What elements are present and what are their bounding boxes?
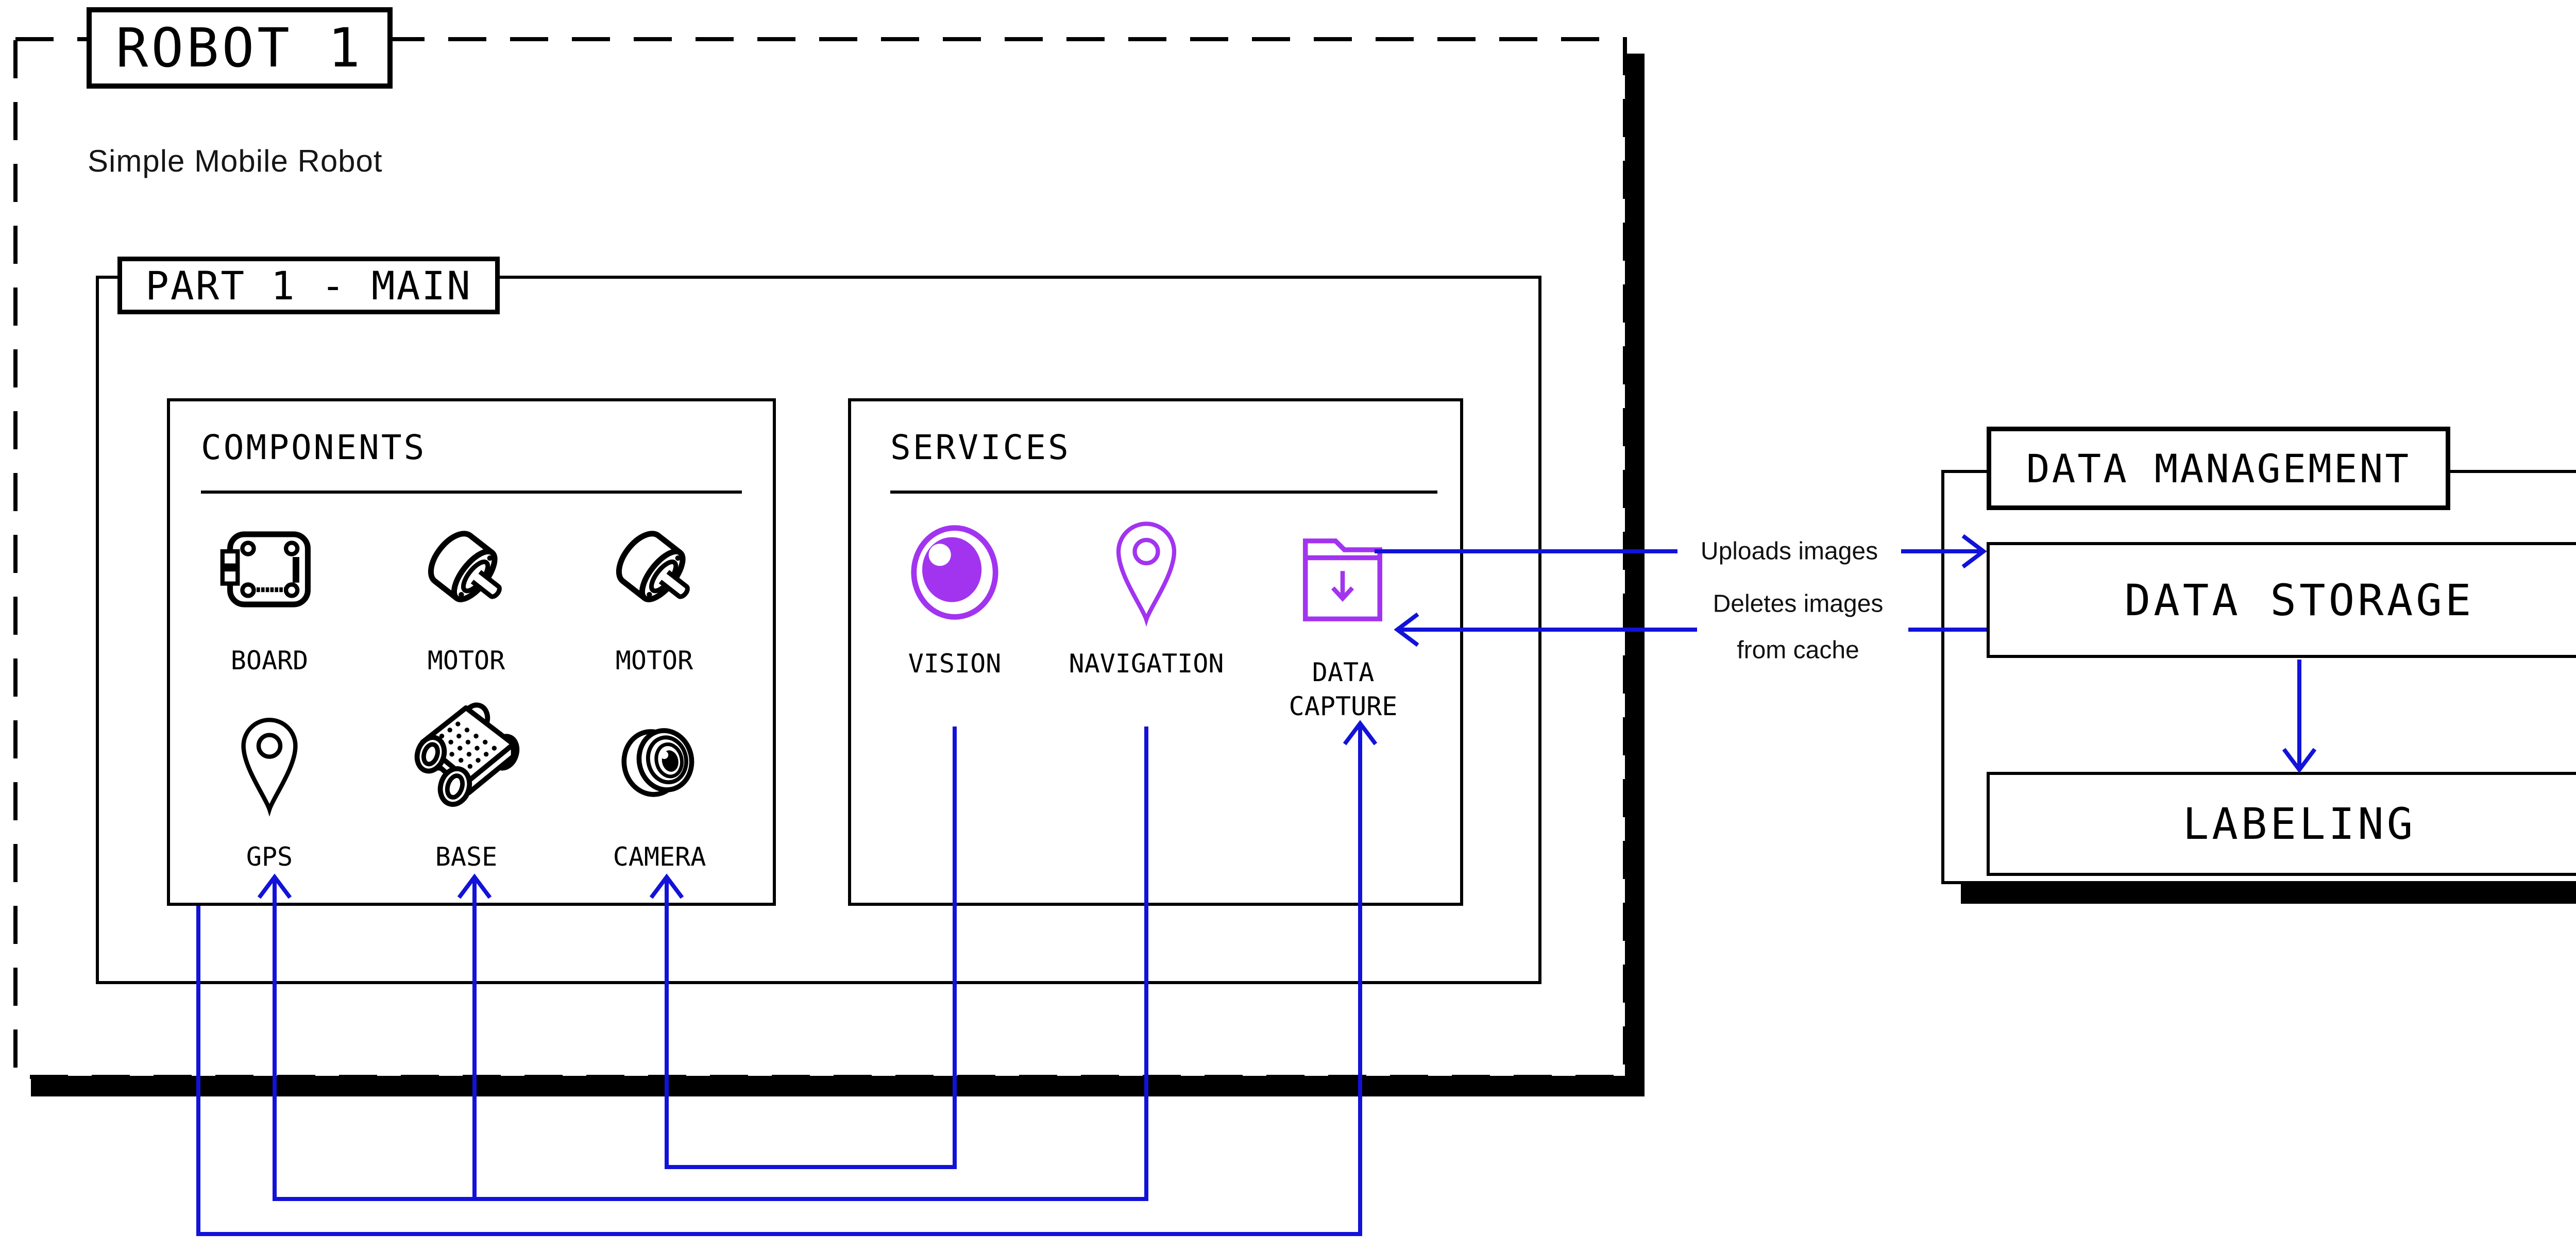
part-main-label-box: PART 1 - MAIN xyxy=(117,257,500,314)
map-pin-icon xyxy=(1116,521,1177,627)
dm-shadow-bottom xyxy=(1961,884,2576,904)
map-pin-icon xyxy=(241,718,298,817)
service-label-navigation: NAVIGATION xyxy=(1069,649,1224,679)
component-label-motor: MOTOR xyxy=(427,646,505,675)
data-storage-label: DATA STORAGE xyxy=(2124,575,2475,626)
service-label-data: DATA xyxy=(1312,657,1375,687)
services-box xyxy=(848,398,1463,906)
robot-subtitle: Simple Mobile Robot xyxy=(88,144,383,178)
robot-title-box: ROBOT 1 xyxy=(87,7,393,89)
labeling-box: LABELING xyxy=(1987,772,2576,876)
labeling-label: LABELING xyxy=(2182,799,2416,849)
services-title-rule xyxy=(890,491,1437,494)
circuit-board-icon xyxy=(220,531,311,607)
motor-icon xyxy=(428,531,502,602)
data-management-title: DATA MANAGEMENT xyxy=(2026,445,2411,492)
component-label-gps: GPS xyxy=(246,842,293,872)
part-main-title: PART 1 - MAIN xyxy=(145,262,472,309)
service-label-capture: CAPTURE xyxy=(1289,691,1398,721)
components-title-rule xyxy=(201,491,742,494)
robot-shadow-bottom xyxy=(31,1076,1645,1096)
motor-icon xyxy=(616,531,690,602)
rover-base-icon xyxy=(414,702,520,807)
deletes-images-label-line2: from cache xyxy=(1737,636,1859,664)
components-box xyxy=(167,398,776,906)
data-management-box xyxy=(1941,470,2576,884)
components-title: COMPONENTS xyxy=(201,428,427,467)
deletes-images-label-line1: Deletes images xyxy=(1713,590,1884,618)
component-label-board: BOARD xyxy=(230,646,309,675)
data-storage-box: DATA STORAGE xyxy=(1987,542,2576,658)
component-label-camera: CAMERA xyxy=(613,842,706,872)
data-management-label-box: DATA MANAGEMENT xyxy=(1987,427,2450,510)
services-title: SERVICES xyxy=(890,428,1071,467)
robot-title: ROBOT 1 xyxy=(115,16,364,79)
folder-download-icon xyxy=(1303,538,1382,621)
robot-shadow-right xyxy=(1625,54,1645,1096)
component-label-motor: MOTOR xyxy=(615,646,693,675)
uploads-images-label: Uploads images xyxy=(1700,537,1878,565)
component-label-base: BASE xyxy=(435,842,498,872)
eye-icon xyxy=(911,525,998,620)
service-label-vision: VISION xyxy=(908,649,1002,679)
camera-lens-icon xyxy=(621,728,694,797)
